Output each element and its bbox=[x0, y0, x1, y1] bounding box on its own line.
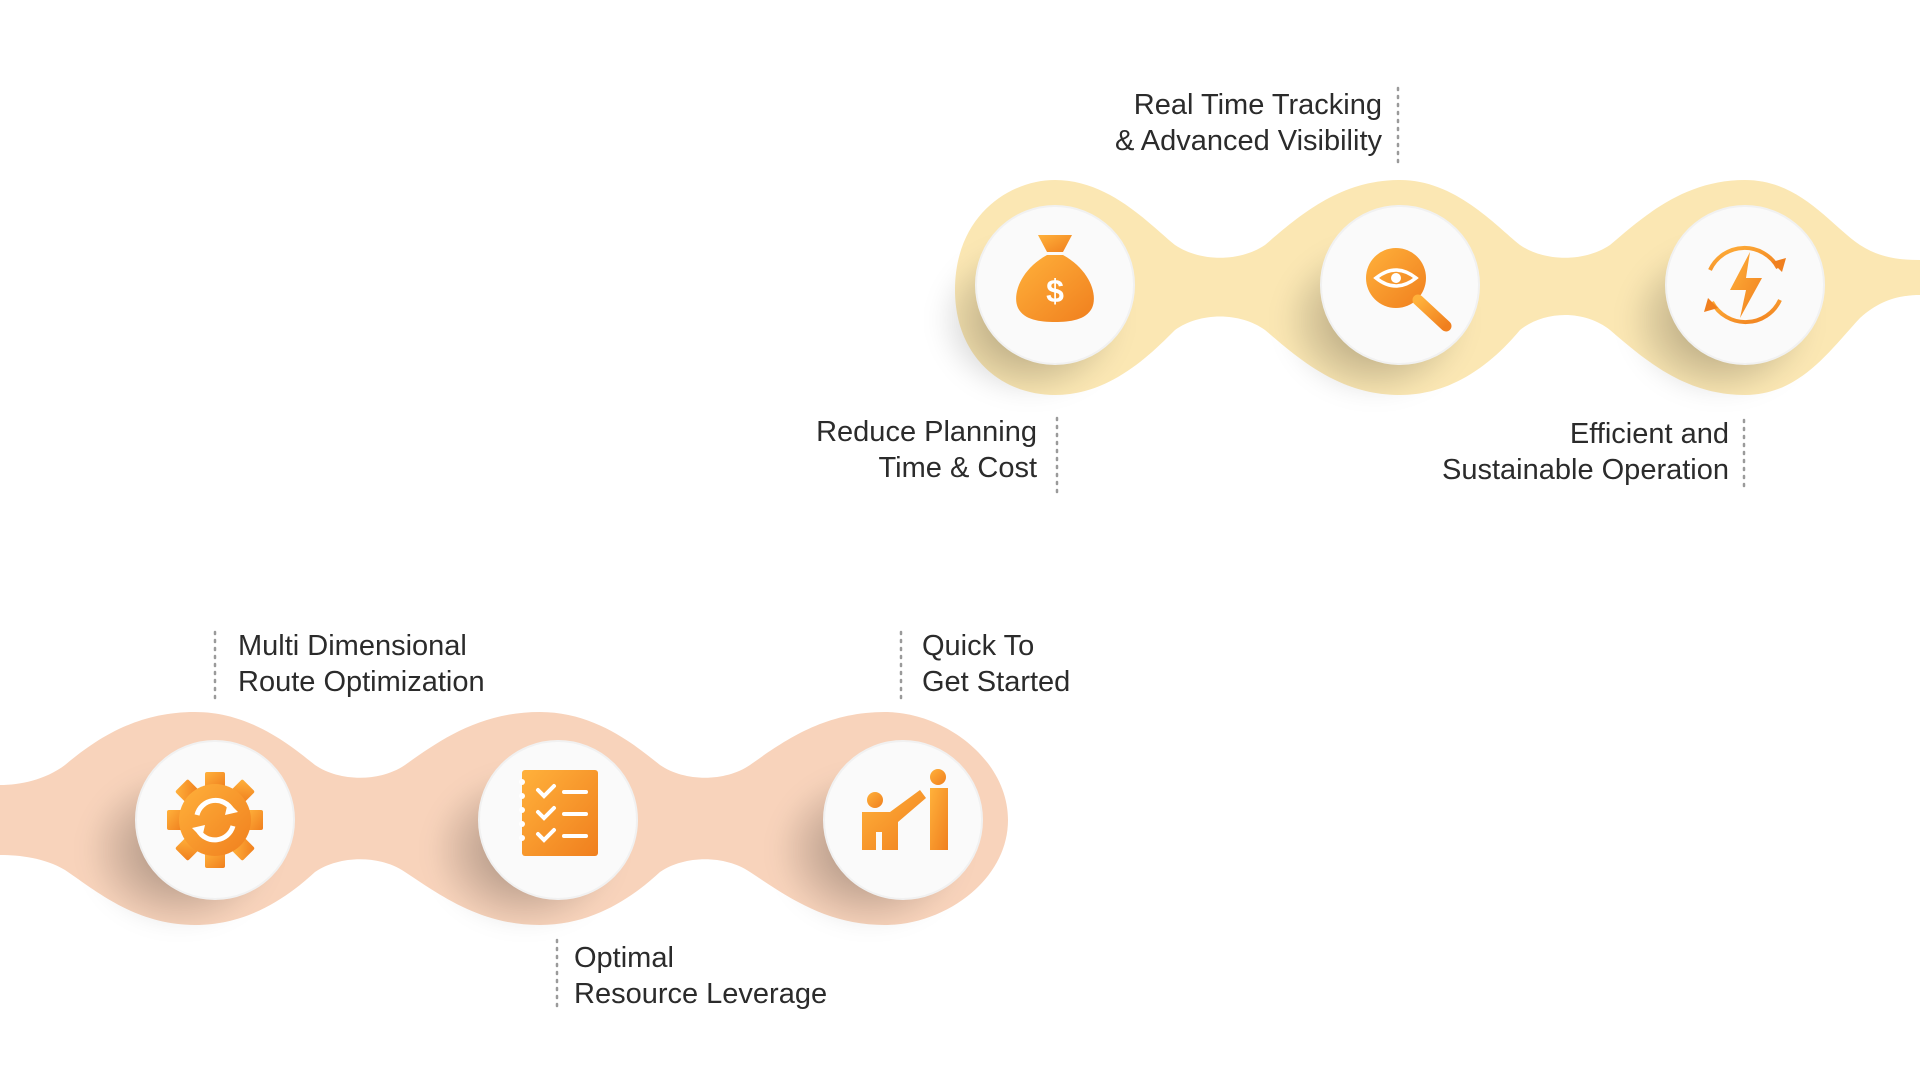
label-real-time-tracking: Real Time Tracking & Advanced Visibility bbox=[1115, 87, 1382, 159]
label-quick-start: Quick To Get Started bbox=[922, 628, 1070, 700]
label-resource-leverage: Optimal Resource Leverage bbox=[574, 940, 827, 1012]
eye-search-icon bbox=[1366, 248, 1452, 332]
label-line: Optimal bbox=[574, 942, 674, 974]
energy-cycle-icon bbox=[1704, 245, 1786, 325]
label-line: Reduce Planning bbox=[816, 416, 1037, 448]
label-line: & Advanced Visibility bbox=[1114, 125, 1382, 157]
label-line: Time & Cost bbox=[878, 452, 1037, 484]
label-line: Route Optimization bbox=[238, 666, 485, 698]
checklist-icon bbox=[519, 770, 598, 856]
label-route-optimization: Multi Dimensional Route Optimization bbox=[238, 628, 485, 700]
money-bag-icon: $ bbox=[1016, 235, 1094, 322]
label-line: Multi Dimensional bbox=[238, 630, 467, 662]
label-line: Resource Leverage bbox=[574, 978, 828, 1010]
label-line: Sustainable Operation bbox=[1442, 454, 1729, 486]
label-line: Get Started bbox=[922, 666, 1071, 698]
presenter-icon bbox=[862, 769, 948, 850]
label-dividers bbox=[213, 86, 1746, 1014]
label-line: Real Time Tracking bbox=[1133, 89, 1382, 121]
circle-quick-start bbox=[823, 740, 983, 900]
label-efficient-operation: Efficient and Sustainable Operation bbox=[1442, 416, 1729, 488]
label-reduce-planning: Reduce Planning Time & Cost bbox=[816, 414, 1037, 486]
gear-refresh-icon bbox=[167, 772, 263, 868]
label-line: Efficient and bbox=[1569, 418, 1729, 450]
svg-text:$: $ bbox=[1046, 273, 1064, 309]
label-line: Quick To bbox=[922, 630, 1035, 662]
